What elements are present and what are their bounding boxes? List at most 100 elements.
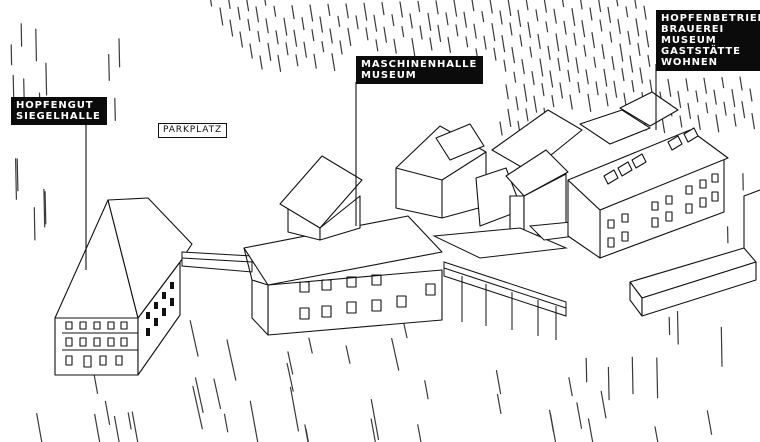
hatch-stroke [505, 84, 509, 100]
hatch-stroke [127, 412, 132, 430]
hatch-stroke [311, 29, 315, 42]
hatch-stroke [575, 57, 580, 74]
hatch-stroke [503, 59, 507, 72]
hatch-stroke [635, 18, 640, 37]
hatch-stroke [613, 80, 618, 98]
hatch-stroke [313, 53, 317, 69]
hatch-stroke [289, 386, 299, 432]
label-hopfengut-line2: SIEGELHALLE [16, 111, 101, 122]
hatch-stroke [591, 31, 596, 49]
hatch-stroke [549, 70, 554, 88]
hatch-stroke [435, 0, 439, 15]
hatch-stroke [621, 67, 625, 82]
hatch-stroke [695, 90, 699, 103]
hatch-stroke [739, 76, 743, 91]
hatch-stroke [631, 356, 634, 395]
hatch-stroke [567, 69, 571, 83]
hatch-stroke [519, 34, 523, 47]
hatch-stroke [373, 14, 378, 32]
hatch-stroke [445, 12, 449, 26]
hatch-stroke [287, 351, 294, 375]
hatch-stroke [525, 0, 529, 11]
hatch-stroke [643, 5, 647, 20]
hatch-stroke [507, 108, 512, 128]
hatch-stroke [419, 25, 423, 40]
hatch-stroke [585, 357, 588, 383]
label-hopfengut: HOPFENGUT SIEGELHALLE [11, 97, 107, 125]
hatch-stroke [471, 0, 475, 12]
hatch-stroke [705, 102, 709, 114]
label-maschinenhalle: MASCHINENHALLE MUSEUM [356, 56, 484, 84]
hatch-stroke [189, 320, 199, 357]
hatch-stroke [104, 400, 111, 426]
hatch-stroke [411, 37, 416, 57]
hatch-stroke [33, 207, 36, 241]
hatch-stroke [331, 52, 336, 72]
hatch-stroke [595, 81, 599, 96]
hatch-stroke [321, 40, 325, 53]
hatch-stroke [113, 415, 120, 442]
hatch-stroke [723, 101, 727, 116]
hatch-stroke [634, 0, 637, 9]
hatch-stroke [286, 362, 294, 392]
hatch-stroke [593, 56, 597, 68]
hatch-stroke [545, 21, 549, 33]
hatch-stroke [539, 58, 544, 77]
hatch-stroke [577, 81, 581, 94]
bridge-connector [181, 251, 253, 273]
hatch-stroke [537, 33, 541, 50]
hatch-stroke [559, 82, 564, 99]
hatch-stroke [517, 9, 522, 27]
hatch-stroke [627, 30, 631, 46]
hatch-stroke [491, 23, 496, 42]
hatch-stroke [247, 18, 251, 31]
hatch-stroke [393, 38, 397, 54]
hatch-stroke [463, 11, 467, 28]
hatch-stroke [429, 37, 433, 51]
hatch-stroke [533, 95, 538, 113]
hatch-stroke [194, 377, 204, 413]
hatch-stroke [600, 390, 607, 419]
hatch-stroke [647, 54, 651, 68]
hatch-stroke [347, 27, 352, 47]
hatch-stroke [599, 19, 603, 32]
hatch-stroke [656, 357, 659, 399]
hatch-stroke [679, 115, 683, 128]
hatch-stroke [587, 418, 594, 442]
hatch-stroke [585, 69, 589, 85]
hatch-stroke [609, 31, 613, 43]
hatch-stroke [391, 14, 395, 27]
hatch-stroke [751, 112, 756, 130]
hatch-stroke [481, 11, 485, 23]
hatch-stroke [329, 28, 333, 44]
hatch-stroke [499, 121, 503, 136]
hatch-stroke [619, 43, 624, 62]
hatch-stroke [255, 6, 259, 23]
hatch-stroke [370, 399, 380, 441]
hatch-stroke [496, 393, 502, 414]
hatch-stroke [455, 24, 459, 37]
hatch-stroke [114, 97, 116, 122]
hatch-stroke [515, 96, 519, 111]
hatch-stroke [345, 3, 349, 19]
hatch-stroke [339, 40, 343, 55]
hatch-stroke [611, 55, 615, 71]
hatch-stroke [305, 428, 309, 442]
hatch-stroke [45, 62, 48, 96]
hatch-stroke [15, 158, 17, 200]
hatch-stroke [568, 377, 573, 397]
hatch-stroke [721, 76, 725, 89]
hatch-stroke [108, 53, 110, 81]
hatch-stroke [741, 100, 746, 119]
hatch-stroke [527, 21, 532, 39]
hatch-stroke [417, 0, 421, 12]
hatch-stroke [576, 402, 583, 429]
hatch-stroke [409, 13, 413, 29]
hatch-stroke [677, 90, 682, 109]
hatch-stroke [563, 20, 567, 35]
hatch-stroke [273, 5, 277, 17]
hatch-stroke [399, 1, 403, 18]
hatch-stroke [303, 41, 307, 58]
hatch-stroke [291, 4, 295, 20]
hatch-stroke [265, 18, 269, 34]
